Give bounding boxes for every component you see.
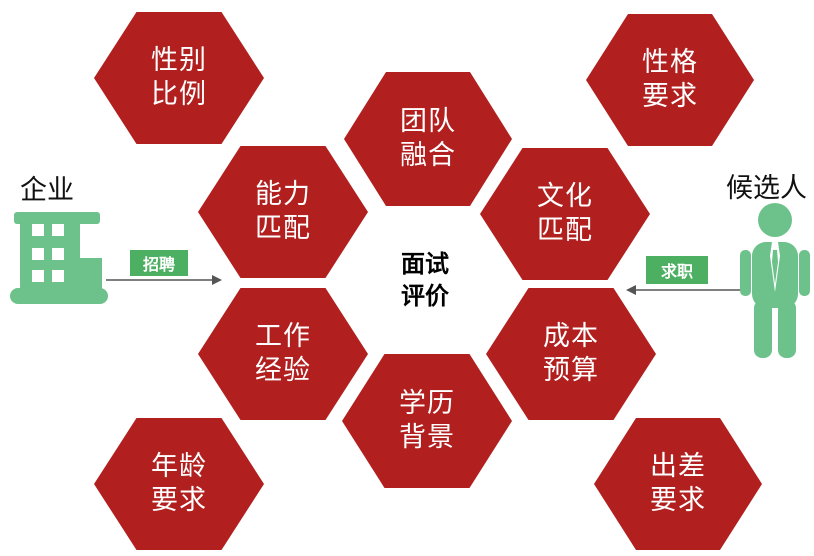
hex-text-line: 比例: [151, 79, 207, 110]
company-label: 企业: [20, 175, 74, 206]
person-icon: [740, 203, 810, 358]
hex-personality: 性格 要求: [586, 14, 754, 146]
center-label-line: 面试: [401, 250, 449, 278]
hex-text-line: 经验: [255, 355, 311, 386]
hex-text-line: 要求: [151, 485, 207, 516]
candidate-label: 候选人: [726, 173, 807, 204]
hex-text-line: 匹配: [537, 215, 593, 246]
hex-text-line: 要求: [650, 485, 706, 516]
apply-tag: 求职: [646, 256, 708, 284]
hex-text-line: 文化: [537, 181, 593, 212]
hex-text-line: 性别: [151, 45, 207, 76]
center-label-line: 评价: [401, 282, 449, 310]
hex-text-line: 预算: [543, 355, 599, 386]
hex-text-line: 学历: [399, 388, 455, 419]
hex-text-line: 年龄: [151, 451, 207, 482]
hex-text-line: 工作: [255, 321, 311, 352]
building-icon: [10, 212, 108, 304]
hex-text-line: 团队: [400, 106, 456, 137]
hex-text-line: 融合: [400, 140, 456, 171]
hex-text-line: 出差: [650, 451, 706, 482]
hex-education: 学历 背景: [342, 354, 512, 488]
hex-travel: 出差 要求: [594, 418, 762, 550]
recruit-arrow: [106, 275, 222, 285]
hex-text-line: 性格: [642, 47, 698, 78]
center-label: 面试 评价: [370, 248, 480, 312]
apply-arrow: [626, 285, 744, 295]
recruit-tag: 招聘: [130, 250, 188, 276]
hex-text-line: 匹配: [255, 213, 311, 244]
hex-text-line: 背景: [399, 422, 455, 453]
hex-text-line: 能力: [255, 179, 311, 210]
hex-text-line: 成本: [543, 321, 599, 352]
hex-text-line: 要求: [642, 81, 698, 112]
